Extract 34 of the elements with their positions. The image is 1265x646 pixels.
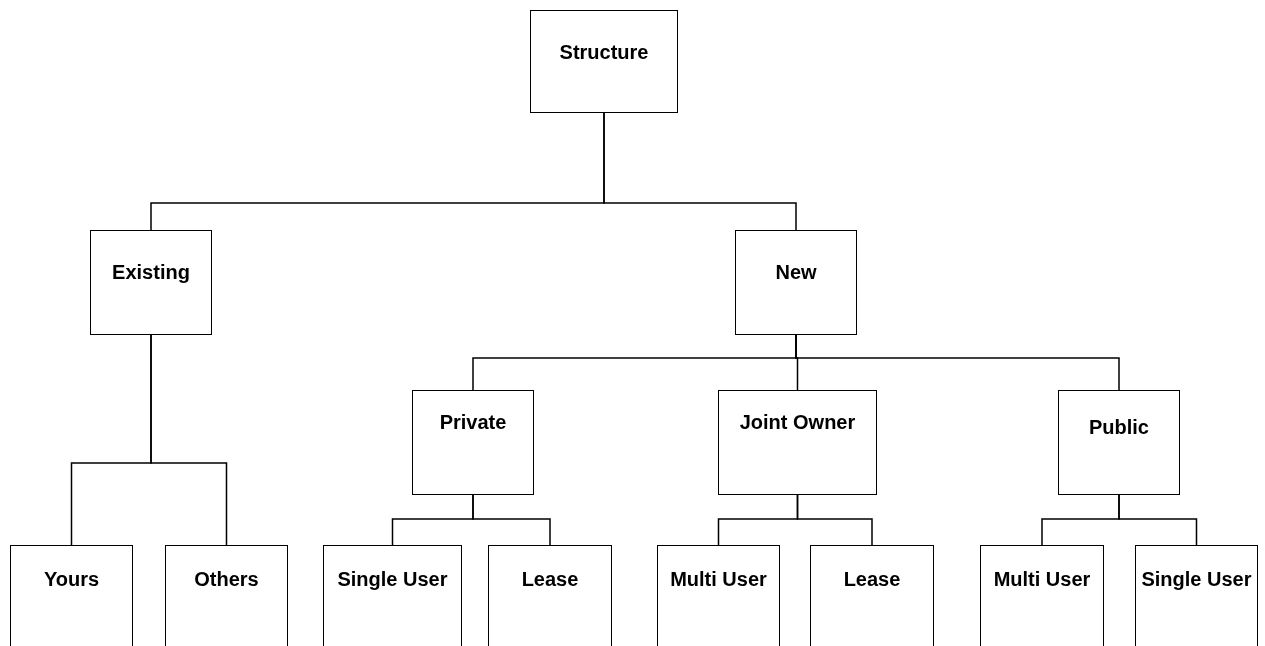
node-label: Others	[193, 568, 260, 591]
node-label: Public	[1088, 416, 1150, 439]
category-box	[718, 390, 877, 495]
node-label: Lease	[842, 568, 902, 591]
category-box	[1135, 545, 1258, 646]
node-label: Single User	[336, 568, 449, 591]
category-box	[90, 230, 212, 335]
node-label: Private	[438, 411, 508, 434]
connector-line	[796, 494, 873, 546]
category-box	[735, 230, 857, 335]
connector-line	[603, 112, 797, 231]
node-label: Single User	[1140, 568, 1253, 591]
category-box	[980, 545, 1104, 646]
category-box	[323, 545, 462, 646]
node-label: Yours	[42, 568, 101, 591]
category-box	[488, 545, 612, 646]
category-box	[530, 10, 678, 113]
node-label: Lease	[520, 568, 580, 591]
node-label: Multi User	[992, 568, 1092, 591]
node-label: Structure	[558, 41, 650, 64]
category-box	[412, 390, 534, 495]
connector-line	[472, 494, 551, 546]
node-label: Joint Owner	[738, 411, 857, 434]
node-label: New	[774, 261, 818, 284]
node-label: Multi User	[669, 568, 768, 591]
connector-line	[795, 334, 1120, 391]
connector-line	[1118, 494, 1198, 546]
category-box	[657, 545, 780, 646]
connector-line	[150, 334, 228, 546]
category-box	[165, 545, 288, 646]
category-box	[810, 545, 934, 646]
category-box	[10, 545, 133, 646]
category-box	[1058, 390, 1180, 495]
node-label: Existing	[111, 261, 191, 284]
